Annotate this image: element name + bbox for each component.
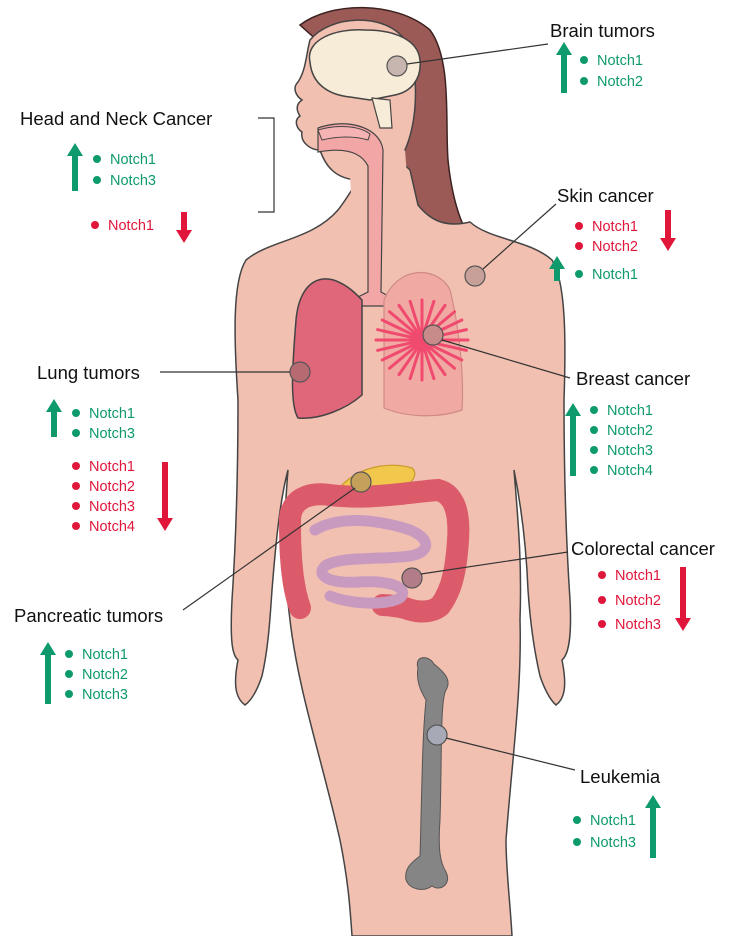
lung-tumors-title: Lung tumors [37, 362, 140, 384]
up-arrow-icon [565, 403, 581, 476]
up-arrow-icon [556, 42, 572, 93]
dot-icon [93, 176, 101, 184]
lung-left [293, 279, 363, 418]
gene-item: Notch2 [575, 238, 638, 256]
dot-icon [91, 221, 99, 229]
dot-icon [65, 670, 73, 678]
down-arrow-icon [675, 567, 691, 631]
gene-item: Notch1 [598, 567, 661, 585]
dot-icon [575, 270, 583, 278]
gene-item: Notch1 [93, 151, 156, 169]
gene-item: Notch1 [72, 405, 135, 423]
down-arrow-icon [157, 462, 173, 531]
down-arrow-icon [660, 210, 676, 251]
dot-icon [65, 690, 73, 698]
dot-icon [93, 155, 101, 163]
dot-icon [580, 56, 588, 64]
dot-icon [72, 429, 80, 437]
gene-item: Notch3 [65, 686, 128, 704]
up-arrow-icon [46, 399, 62, 437]
dot-icon [590, 466, 598, 474]
gene-item: Notch4 [72, 518, 135, 536]
gene-item: Notch1 [590, 402, 653, 420]
dot-icon [573, 816, 581, 824]
dot-icon [590, 426, 598, 434]
gene-item: Notch2 [580, 73, 643, 91]
marker-skin [465, 266, 485, 286]
gene-item: Notch3 [72, 425, 135, 443]
dot-icon [72, 522, 80, 530]
leader-head-neck [258, 118, 274, 212]
pancreatic-tumors-title: Pancreatic tumors [14, 605, 163, 627]
gene-item: Notch3 [590, 442, 653, 460]
gene-item: Notch3 [72, 498, 135, 516]
dot-icon [598, 620, 606, 628]
gene-item: Notch4 [590, 462, 653, 480]
gene-item: Notch3 [598, 616, 661, 634]
gene-item: Notch2 [72, 478, 135, 496]
skin-cancer-title: Skin cancer [557, 185, 654, 207]
gene-item: Notch3 [93, 172, 156, 190]
marker-breast [423, 325, 443, 345]
dot-icon [598, 571, 606, 579]
colorectal-cancer-title: Colorectal cancer [571, 538, 715, 560]
dot-icon [590, 446, 598, 454]
gene-item: Notch1 [72, 458, 135, 476]
up-arrow-icon [67, 143, 83, 191]
up-arrow-icon [645, 795, 661, 858]
dot-icon [575, 222, 583, 230]
marker-brain [387, 56, 407, 76]
marker-lung [290, 362, 310, 382]
dot-icon [72, 502, 80, 510]
leukemia-title: Leukemia [580, 766, 660, 788]
up-arrow-icon [40, 642, 56, 704]
breast-cancer-title: Breast cancer [576, 368, 690, 390]
dot-icon [573, 838, 581, 846]
marker-colon [402, 568, 422, 588]
dot-icon [72, 482, 80, 490]
dot-icon [65, 650, 73, 658]
gene-item: Notch2 [598, 592, 661, 610]
dot-icon [72, 462, 80, 470]
gene-item: Notch1 [580, 52, 643, 70]
gene-item: Notch1 [573, 812, 636, 830]
dot-icon [72, 409, 80, 417]
marker-femur [427, 725, 447, 745]
gene-item: Notch1 [575, 266, 638, 284]
gene-item: Notch1 [575, 218, 638, 236]
brain-tumors-title: Brain tumors [550, 20, 655, 42]
gene-item: Notch2 [590, 422, 653, 440]
gene-item: Notch2 [65, 666, 128, 684]
gene-item: Notch3 [573, 834, 636, 852]
down-arrow-icon [176, 212, 192, 243]
head-neck-cancer-title: Head and Neck Cancer [20, 108, 212, 130]
dot-icon [590, 406, 598, 414]
gene-item: Notch1 [65, 646, 128, 664]
breast-tumor [376, 300, 468, 380]
gene-item: Notch1 [91, 217, 154, 235]
dot-icon [580, 77, 588, 85]
dot-icon [575, 242, 583, 250]
dot-icon [598, 596, 606, 604]
